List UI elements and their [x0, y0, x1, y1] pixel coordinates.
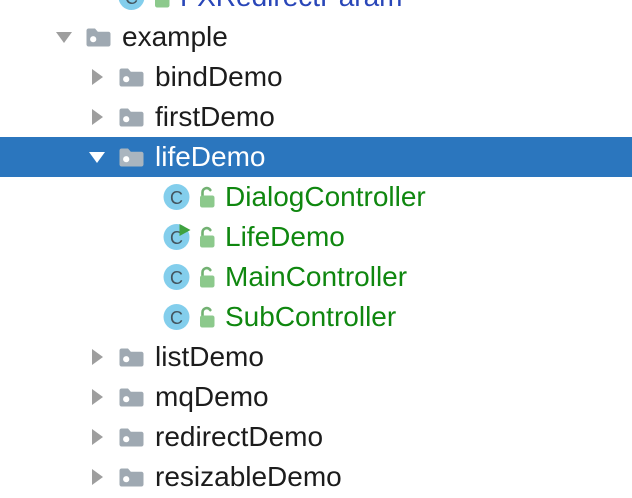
runnable-class-icon: C [163, 223, 191, 251]
open-lock-icon [153, 0, 171, 8]
svg-text:C: C [170, 188, 183, 208]
folder-icon [118, 386, 145, 409]
folder-icon [118, 426, 145, 449]
folder-icon [85, 26, 112, 49]
chevron-collapsed-icon[interactable] [88, 348, 106, 366]
tree-row-redirectdemo[interactable]: redirectDemo [0, 417, 632, 457]
tree-item-label: listDemo [155, 341, 264, 372]
folder-icon [118, 346, 145, 369]
tree-item-label: example [122, 21, 228, 52]
folder-icon [118, 466, 145, 489]
svg-text:C: C [125, 0, 138, 8]
chevron-collapsed-icon[interactable] [88, 68, 106, 86]
chevron-expanded-icon[interactable] [55, 30, 73, 44]
tree-item-label: SubController [225, 301, 397, 332]
chevron-collapsed-icon[interactable] [88, 108, 106, 126]
tree-row-lifedemo[interactable]: C LifeDemo [0, 217, 632, 257]
tree-item-label: DialogController [225, 181, 426, 212]
tree-row-mqdemo[interactable]: mqDemo [0, 377, 632, 417]
folder-icon [118, 106, 145, 129]
tree-item-label: resizableDemo [155, 461, 342, 492]
tree-item-label: bindDemo [155, 61, 283, 92]
tree-row-fxredirectparam[interactable]: C FXRedirectParam [0, 0, 632, 17]
chevron-collapsed-icon[interactable] [88, 388, 106, 406]
folder-icon [118, 66, 145, 89]
tree-row-firstdemo[interactable]: firstDemo [0, 97, 632, 137]
tree-item-label: FXRedirectParam [180, 0, 403, 17]
tree-row-dialogcontroller[interactable]: C DialogController [0, 177, 632, 217]
tree-item-label: MainController [225, 261, 408, 292]
class-icon: C [118, 0, 146, 11]
tree-row-example[interactable]: example [0, 17, 632, 57]
chevron-collapsed-icon[interactable] [88, 428, 106, 446]
chevron-expanded-icon[interactable] [88, 150, 106, 164]
open-lock-icon [198, 186, 216, 208]
tree-row-resizabledemo[interactable]: resizableDemo [0, 457, 632, 497]
svg-text:C: C [170, 268, 183, 288]
tree-item-label: firstDemo [155, 101, 275, 132]
tree-row-listdemo[interactable]: listDemo [0, 337, 632, 377]
tree-item-label: redirectDemo [155, 421, 324, 452]
tree-row-binddemo[interactable]: bindDemo [0, 57, 632, 97]
chevron-collapsed-icon[interactable] [88, 468, 106, 486]
class-icon: C [163, 183, 191, 211]
tree-item-label: lifeDemo [155, 141, 266, 172]
folder-icon [118, 146, 145, 169]
tree-row-subcontroller[interactable]: C SubController [0, 297, 632, 337]
open-lock-icon [198, 226, 216, 248]
class-icon: C [163, 303, 191, 331]
open-lock-icon [198, 266, 216, 288]
tree-item-label: mqDemo [155, 381, 269, 412]
class-icon: C [163, 263, 191, 291]
tree-row-maincontroller[interactable]: C MainController [0, 257, 632, 297]
tree-item-label: LifeDemo [225, 221, 345, 252]
open-lock-icon [198, 306, 216, 328]
svg-text:C: C [170, 308, 183, 328]
tree-row-lifedemo[interactable]: lifeDemo [0, 137, 632, 177]
